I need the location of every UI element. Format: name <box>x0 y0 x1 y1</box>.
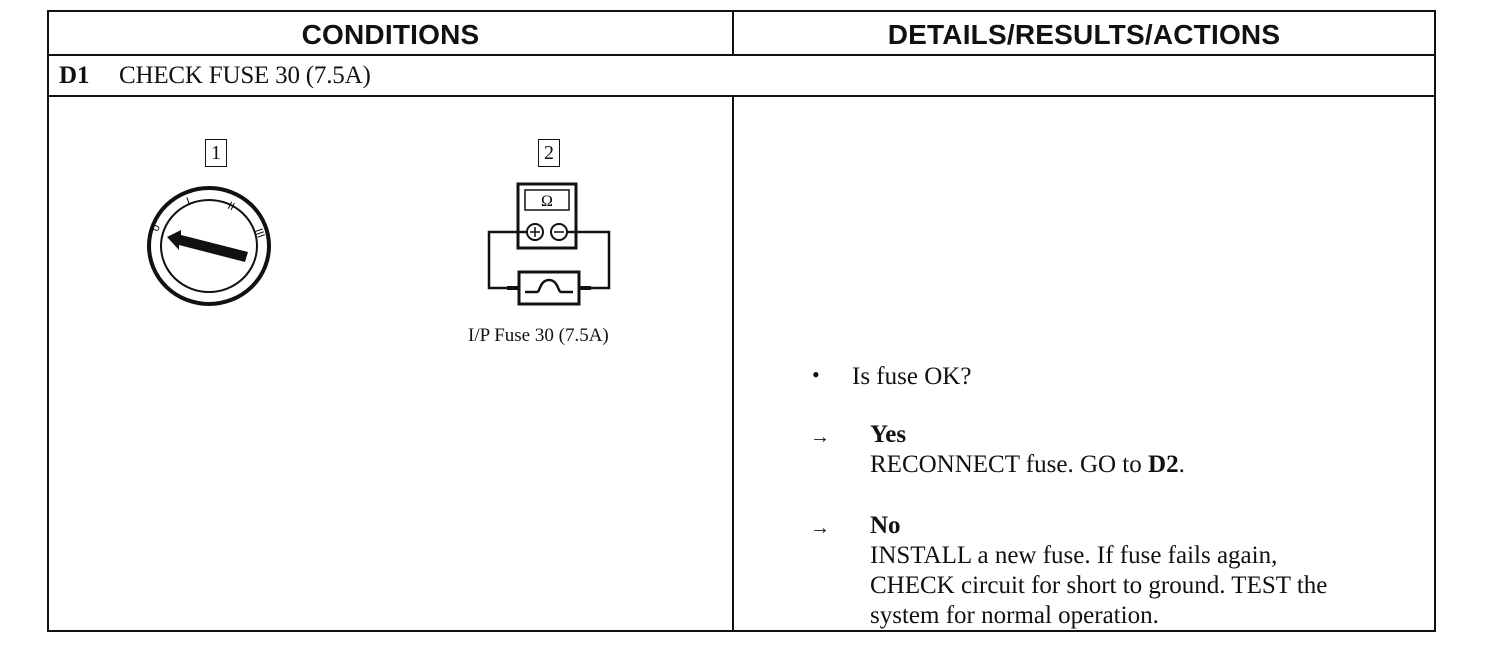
diagnostic-table: CONDITIONS DETAILS/RESULTS/ACTIONS D1 CH… <box>47 10 1436 632</box>
yes-action-prefix: RECONNECT fuse. GO to <box>870 451 1149 478</box>
step-divider <box>49 95 1434 97</box>
no-action-line-3: system for normal operation. <box>870 602 1159 629</box>
header-details: DETAILS/RESULTS/ACTIONS <box>887 19 1281 50</box>
no-arrow-icon: → <box>810 517 830 539</box>
ignition-pos-1: I <box>185 195 192 207</box>
step-id: D1 <box>59 62 90 89</box>
no-block: No INSTALL a new fuse. If fuse fails aga… <box>870 511 1327 631</box>
header-conditions: CONDITIONS <box>301 19 480 50</box>
question-text: Is fuse OK? <box>852 363 972 390</box>
question-bullet: • <box>812 362 820 387</box>
step-title: CHECK FUSE 30 (7.5A) <box>119 62 371 89</box>
yes-action: RECONNECT fuse. GO to D2. <box>870 450 1185 480</box>
ignition-switch-icon: 0 I II III <box>147 186 271 306</box>
ignition-pos-3: III <box>252 227 266 240</box>
yes-action-suffix: . <box>1178 451 1185 478</box>
no-action-line-2: CHECK circuit for short to ground. TEST … <box>870 572 1328 599</box>
callout-2: 2 <box>538 139 560 167</box>
no-label: No <box>870 512 901 539</box>
no-action-line-1: INSTALL a new fuse. If fuse fails again, <box>870 542 1278 569</box>
ignition-pos-0: 0 <box>150 223 163 233</box>
yes-arrow-icon: → <box>810 426 830 448</box>
ohmmeter-fuse-icon: Ω <box>487 182 611 306</box>
column-divider-top <box>732 12 734 56</box>
header-divider <box>49 54 1434 56</box>
step-row: D1 CHECK FUSE 30 (7.5A) <box>59 58 371 94</box>
ignition-pos-2: II <box>226 200 237 213</box>
yes-action-target: D2 <box>1148 451 1179 478</box>
yes-block: Yes RECONNECT fuse. GO to D2. <box>870 420 1185 480</box>
callout-1: 1 <box>205 139 227 167</box>
column-divider-bottom <box>732 97 734 630</box>
yes-label: Yes <box>870 421 907 448</box>
ohm-symbol: Ω <box>541 193 553 210</box>
fuse-caption: I/P Fuse 30 (7.5A) <box>468 325 609 346</box>
